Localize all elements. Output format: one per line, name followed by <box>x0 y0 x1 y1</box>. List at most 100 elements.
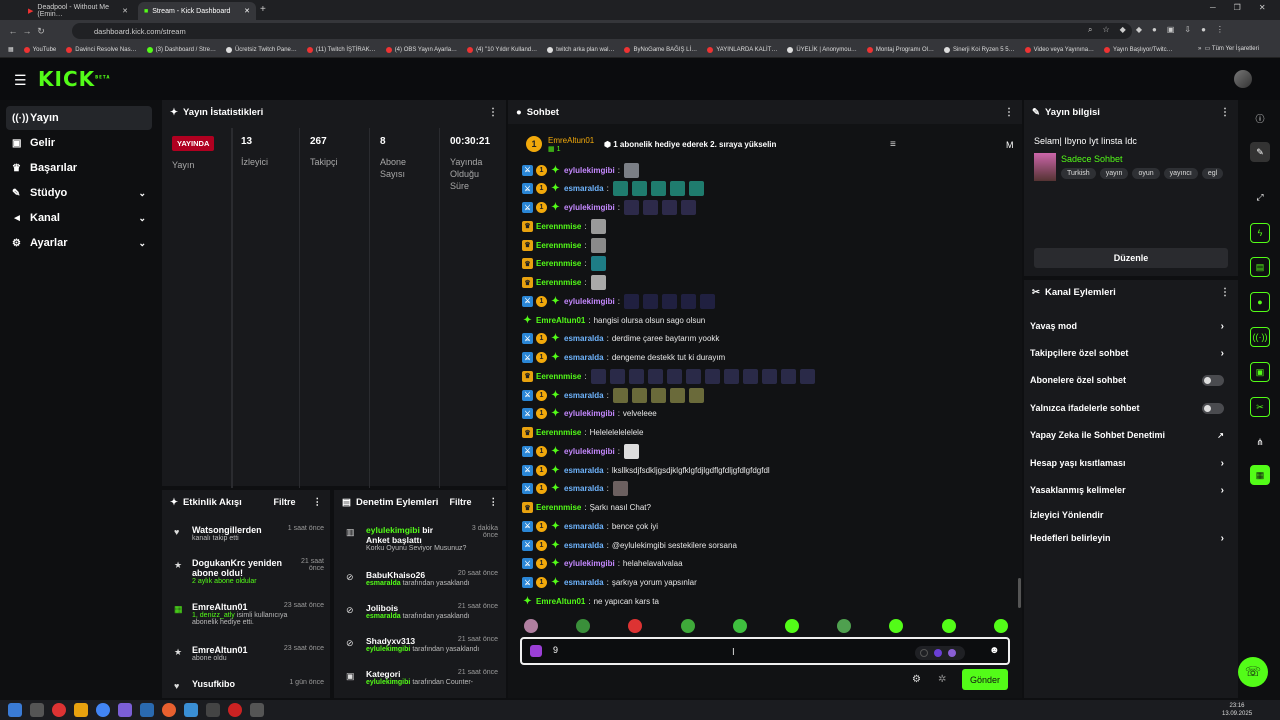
chat-username[interactable]: Eerennmise <box>536 503 582 512</box>
bookmark[interactable]: ÜYELİK | Anonymou… <box>787 46 857 53</box>
menu-icon[interactable]: ⋮ <box>1215 25 1224 34</box>
bookmark[interactable]: (3) Dashboard / Stre… <box>146 46 216 53</box>
explorer-icon[interactable] <box>74 703 88 717</box>
channel-action-4[interactable]: Yalnızca ifadelerle sohbet <box>1030 398 1230 418</box>
chat-username[interactable]: eylulekimgibi <box>564 296 615 306</box>
quick-emote[interactable] <box>680 619 695 633</box>
tab-deadpool[interactable]: ▶Deadpool - Without Me (Emin…✕ <box>22 2 134 20</box>
bookmark[interactable]: YAYINLARDA KALİT… <box>707 46 777 53</box>
more-options-icon[interactable]: ⋮ <box>1220 106 1230 118</box>
emoji-icon[interactable]: ☻ <box>989 645 1000 656</box>
channel-action-2[interactable]: Takipçilere özel sohbet› <box>1030 343 1230 363</box>
extension-icon[interactable]: ◆ <box>1135 25 1142 34</box>
quick-emote[interactable] <box>628 619 643 633</box>
chat-username[interactable]: Eerennmise <box>536 240 582 250</box>
filter-button[interactable]: Filtre <box>273 497 296 507</box>
maximize-icon[interactable]: ❐ <box>1233 3 1241 12</box>
chat-username[interactable]: esmaralda <box>564 390 604 400</box>
channel-action-9[interactable]: Hedefleri belirleyin› <box>1030 528 1230 548</box>
profile-icon[interactable]: ● <box>1201 25 1206 34</box>
chat-username[interactable]: Eerennmise <box>536 371 582 381</box>
chat-scrollbar[interactable] <box>1018 578 1021 608</box>
chat-username[interactable]: Eerennmise <box>536 278 582 287</box>
support-icon[interactable]: ☏ <box>1238 657 1268 687</box>
filter-lines-icon[interactable]: ≡ <box>890 139 896 150</box>
app-icon[interactable] <box>206 703 220 717</box>
more-options-icon[interactable]: ⋮ <box>1220 286 1230 298</box>
sidebar-item-kanal[interactable]: ◄Kanal⌄ <box>6 206 152 230</box>
chat-username[interactable]: esmaralda <box>564 540 604 550</box>
sidebar-item-studyo[interactable]: ✎Stüdyo⌄ <box>6 181 152 205</box>
chat-username[interactable]: esmaralda <box>564 521 604 531</box>
sidebar-item-yayin[interactable]: ((·))Yayın <box>6 106 152 130</box>
chat-username[interactable]: esmaralda <box>564 465 604 475</box>
channel-action-8[interactable]: İzleyici Yönlendir <box>1030 505 1230 525</box>
reload-icon[interactable]: ↻ <box>37 25 45 36</box>
hamburger-menu-icon[interactable]: ☰ <box>14 72 27 88</box>
chat-extension-icons[interactable] <box>915 646 965 660</box>
quick-emote[interactable] <box>524 619 538 633</box>
broadcast-icon[interactable]: ((·)) <box>1250 327 1270 347</box>
chat-username[interactable]: eylulekimgibi <box>564 203 615 212</box>
app-icon[interactable] <box>52 703 66 717</box>
chat-username[interactable]: esmaralda <box>564 484 604 494</box>
kick-logo[interactable]: KICKBETA <box>38 67 111 91</box>
close-window-icon[interactable]: ✕ <box>1258 3 1266 12</box>
channel-action-6[interactable]: Hesap yaşı kısıtlaması› <box>1030 453 1230 473</box>
info-icon[interactable]: ⓘ <box>1255 113 1265 124</box>
new-tab-button[interactable]: + <box>260 4 266 15</box>
more-options-icon[interactable]: ⋮ <box>488 496 499 508</box>
quick-emote[interactable] <box>576 619 591 633</box>
document-icon[interactable]: ▤ <box>1250 257 1270 277</box>
extension-icon[interactable]: ● <box>1151 25 1157 34</box>
chat-username[interactable]: eylulekimgibi <box>564 559 615 569</box>
quick-emote[interactable] <box>889 619 904 633</box>
lightning-icon[interactable]: ϟ <box>1250 223 1270 243</box>
clapper-icon[interactable]: ▦ <box>1250 465 1270 485</box>
all-bookmarks[interactable]: » ▭ Tüm Yer İşaretleri <box>1192 45 1280 52</box>
bookmark[interactable]: Video veya Yayınına… <box>1024 46 1094 53</box>
window-controls[interactable]: ─❐✕ <box>1210 3 1266 12</box>
close-icon[interactable]: ✕ <box>122 8 128 15</box>
bookmark[interactable]: (4) OBS Yayın Ayarla… <box>385 46 457 53</box>
pencil-icon[interactable]: ✎ <box>1250 142 1270 162</box>
windows-start-icon[interactable] <box>8 703 22 717</box>
close-icon[interactable]: ✕ <box>244 8 250 15</box>
extension-icon[interactable]: ◆ <box>1119 25 1126 34</box>
bookmark[interactable]: Montaj Programı Ol… <box>866 46 934 53</box>
bookmark[interactable]: (11) Twitch İŞTİRAK… <box>306 46 376 53</box>
chat-username[interactable]: eylulekimgibi <box>564 409 615 419</box>
more-options-icon[interactable]: ⋮ <box>1004 106 1014 118</box>
app-icon[interactable] <box>250 703 264 717</box>
apps-icon[interactable]: ▦ <box>8 47 14 53</box>
bookmark[interactable]: YouTube <box>23 46 56 53</box>
expand-icon[interactable]: ⤢ <box>1256 191 1264 202</box>
chat-username[interactable]: eylulekimgibi <box>564 165 615 175</box>
channel-action-3[interactable]: Abonelere özel sohbet <box>1030 370 1230 390</box>
app-icon[interactable] <box>118 703 132 717</box>
bot-icon[interactable]: ✲ <box>938 674 947 685</box>
moderation-icon[interactable]: ▣ <box>1250 362 1270 382</box>
channel-action-7[interactable]: Yasaklanmış kelimeler› <box>1030 480 1230 500</box>
quick-emote[interactable] <box>993 619 1008 633</box>
more-options-icon[interactable]: ⋮ <box>312 496 323 508</box>
quick-emote[interactable] <box>941 619 956 633</box>
zoom-icon[interactable]: ⌕ <box>1088 25 1093 34</box>
bookmark[interactable]: twitch arka plan wal… <box>547 46 614 53</box>
task-view-icon[interactable] <box>30 703 44 717</box>
steam-icon[interactable] <box>140 703 154 717</box>
url-input[interactable]: dashboard.kick.com/stream <box>72 23 1132 39</box>
chat-username[interactable]: Eerennmise <box>536 221 582 231</box>
bookmark[interactable]: Ücretsiz Twitch Pane… <box>225 46 297 53</box>
edit-button[interactable]: Düzenle <box>1034 248 1228 268</box>
chat-username[interactable]: esmaralda <box>564 184 604 194</box>
sidebar-item-gelir[interactable]: ▣Gelir <box>6 131 152 155</box>
tools-icon[interactable]: ✂ <box>1250 397 1270 417</box>
extension-icon[interactable]: ▣ <box>1166 25 1175 34</box>
app-icon[interactable] <box>184 703 198 717</box>
more-options-icon[interactable]: ⋮ <box>488 106 498 118</box>
chrome-icon[interactable] <box>96 703 110 717</box>
sidebar-item-ayarlar[interactable]: ⚙Ayarlar⌄ <box>6 231 152 255</box>
toggle-switch[interactable] <box>1202 374 1224 386</box>
bookmark[interactable]: Sinerji Koi Ryzen 5 5… <box>943 46 1015 53</box>
